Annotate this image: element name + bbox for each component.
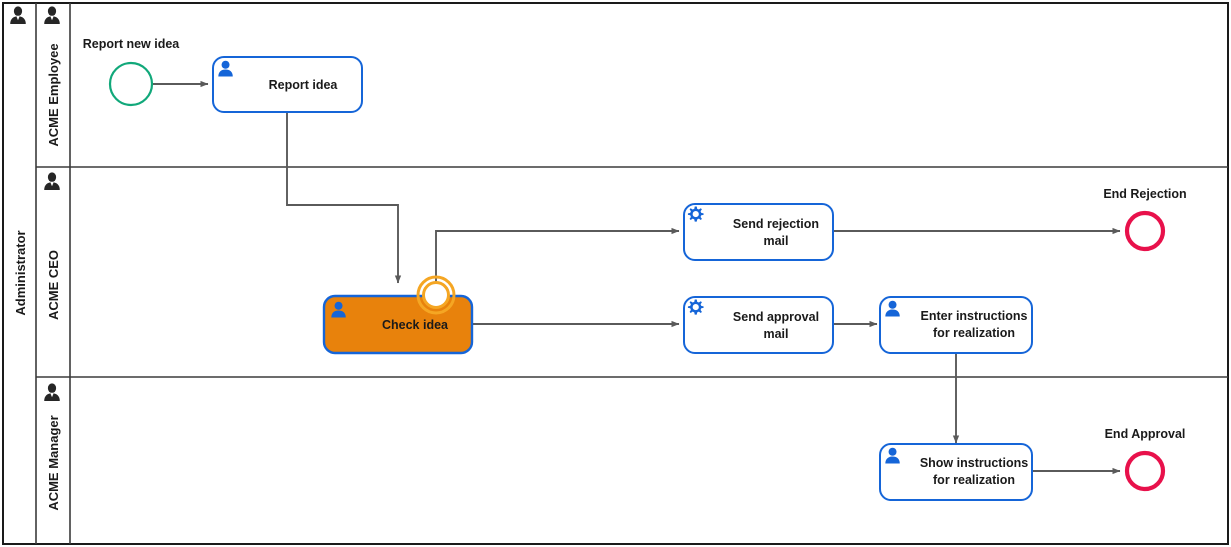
- task-report-idea[interactable]: Report idea: [212, 56, 363, 113]
- end-event-approval-circle: [1124, 450, 1166, 492]
- lane-label-acme-ceo: ACME CEO: [46, 250, 61, 320]
- flow-report-idea-to-check-idea: [286, 112, 402, 284]
- task-report-idea-box: [212, 56, 363, 113]
- service-task-icon: [687, 206, 704, 222]
- task-check-idea-box: [322, 294, 474, 355]
- lane-acme-manager[interactable]: ACME Manager: [44, 377, 71, 544]
- lane-acme-ceo[interactable]: ACME CEO: [36, 167, 1228, 378]
- end-event-rejection[interactable]: End Rejection: [1103, 187, 1187, 252]
- task-send-approval-mail[interactable]: Send approval mail: [683, 296, 834, 354]
- boundary-event-outer-ring: [416, 275, 456, 315]
- task-send-rejection-mail-label-line1: Send rejection: [733, 217, 819, 231]
- task-send-approval-mail-label-line1: Send approval: [733, 310, 819, 324]
- service-task-icon: [687, 299, 704, 315]
- lane-label-acme-manager: ACME Manager: [46, 415, 61, 510]
- task-show-instructions-for-realization[interactable]: Show instructions for realization: [879, 443, 1033, 501]
- task-check-idea[interactable]: Check idea: [322, 294, 474, 355]
- end-event-rejection-circle: [1124, 210, 1166, 252]
- lane-label-acme-employee: ACME Employee: [46, 43, 61, 146]
- task-report-idea-label: Report idea: [269, 78, 339, 92]
- start-event-report-new-idea[interactable]: Report new idea: [83, 37, 181, 107]
- task-show-instructions-label-line2: for realization: [933, 473, 1015, 487]
- task-check-idea-label: Check idea: [382, 318, 449, 332]
- start-event-circle: [108, 61, 154, 107]
- lane-acme-employee[interactable]: ACME Employee: [36, 3, 1228, 168]
- pool-label: Administrator: [13, 230, 28, 315]
- flow-boundary-to-send-rejection: [435, 227, 680, 282]
- end-event-approval[interactable]: End Approval: [1105, 427, 1186, 492]
- task-send-approval-mail-label-line2: mail: [763, 327, 788, 341]
- boundary-event-check-idea[interactable]: [416, 275, 456, 315]
- task-send-approval-mail-box: [683, 296, 834, 354]
- boundary-event-inner-ring: [422, 281, 450, 309]
- task-send-rejection-mail-box: [683, 203, 834, 261]
- task-send-rejection-mail-label-line2: mail: [763, 234, 788, 248]
- task-enter-instructions-label-line1: Enter instructions: [921, 309, 1028, 323]
- task-enter-instructions-label-line2: for realization: [933, 326, 1015, 340]
- sequence-flows: [153, 80, 1121, 475]
- task-enter-instructions-for-realization[interactable]: Enter instructions for realization: [879, 296, 1033, 354]
- start-event-label: Report new idea: [83, 37, 181, 51]
- end-event-rejection-label: End Rejection: [1103, 187, 1186, 201]
- task-show-instructions-label-line1: Show instructions: [920, 456, 1028, 470]
- task-send-rejection-mail[interactable]: Send rejection mail: [683, 203, 834, 261]
- task-enter-instructions-box: [879, 296, 1033, 354]
- task-show-instructions-box: [879, 443, 1033, 501]
- end-event-approval-label: End Approval: [1105, 427, 1186, 441]
